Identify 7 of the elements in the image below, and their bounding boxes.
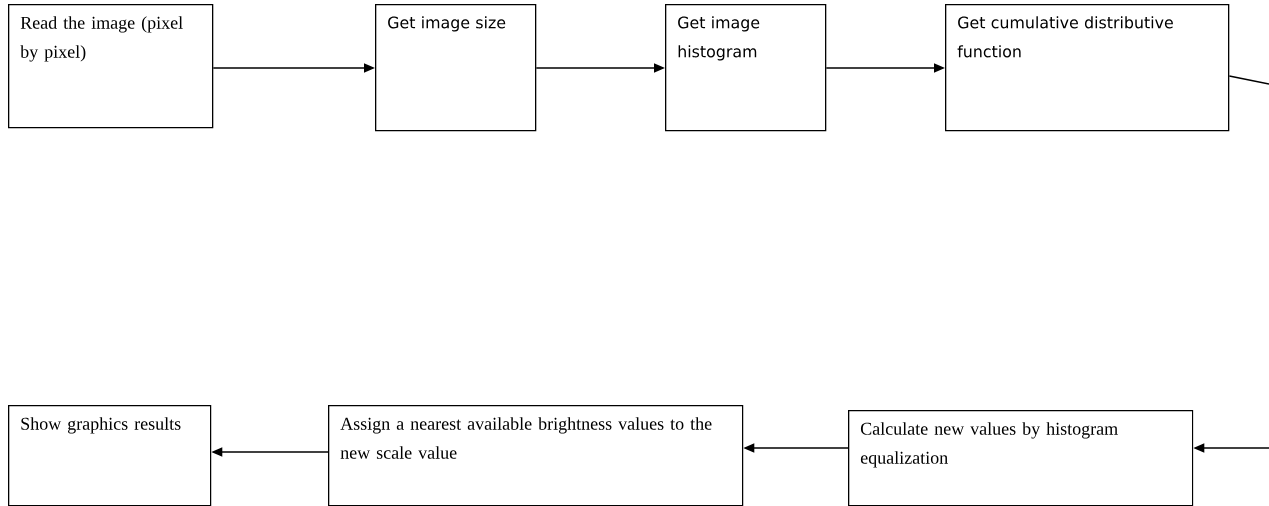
process-box: Get image size	[375, 4, 537, 132]
process-box: Assign a nearest available brightness values to the new scale value	[328, 405, 744, 506]
process-box: Read the image (pixel by pixel)	[8, 4, 214, 129]
process-box: Get cumulative distributive function	[945, 4, 1230, 132]
process-box: Get image histogram	[665, 4, 827, 132]
process-box: Show graphics results	[8, 405, 212, 506]
process-box: Calculate new values by histogram equalization	[848, 410, 1194, 506]
